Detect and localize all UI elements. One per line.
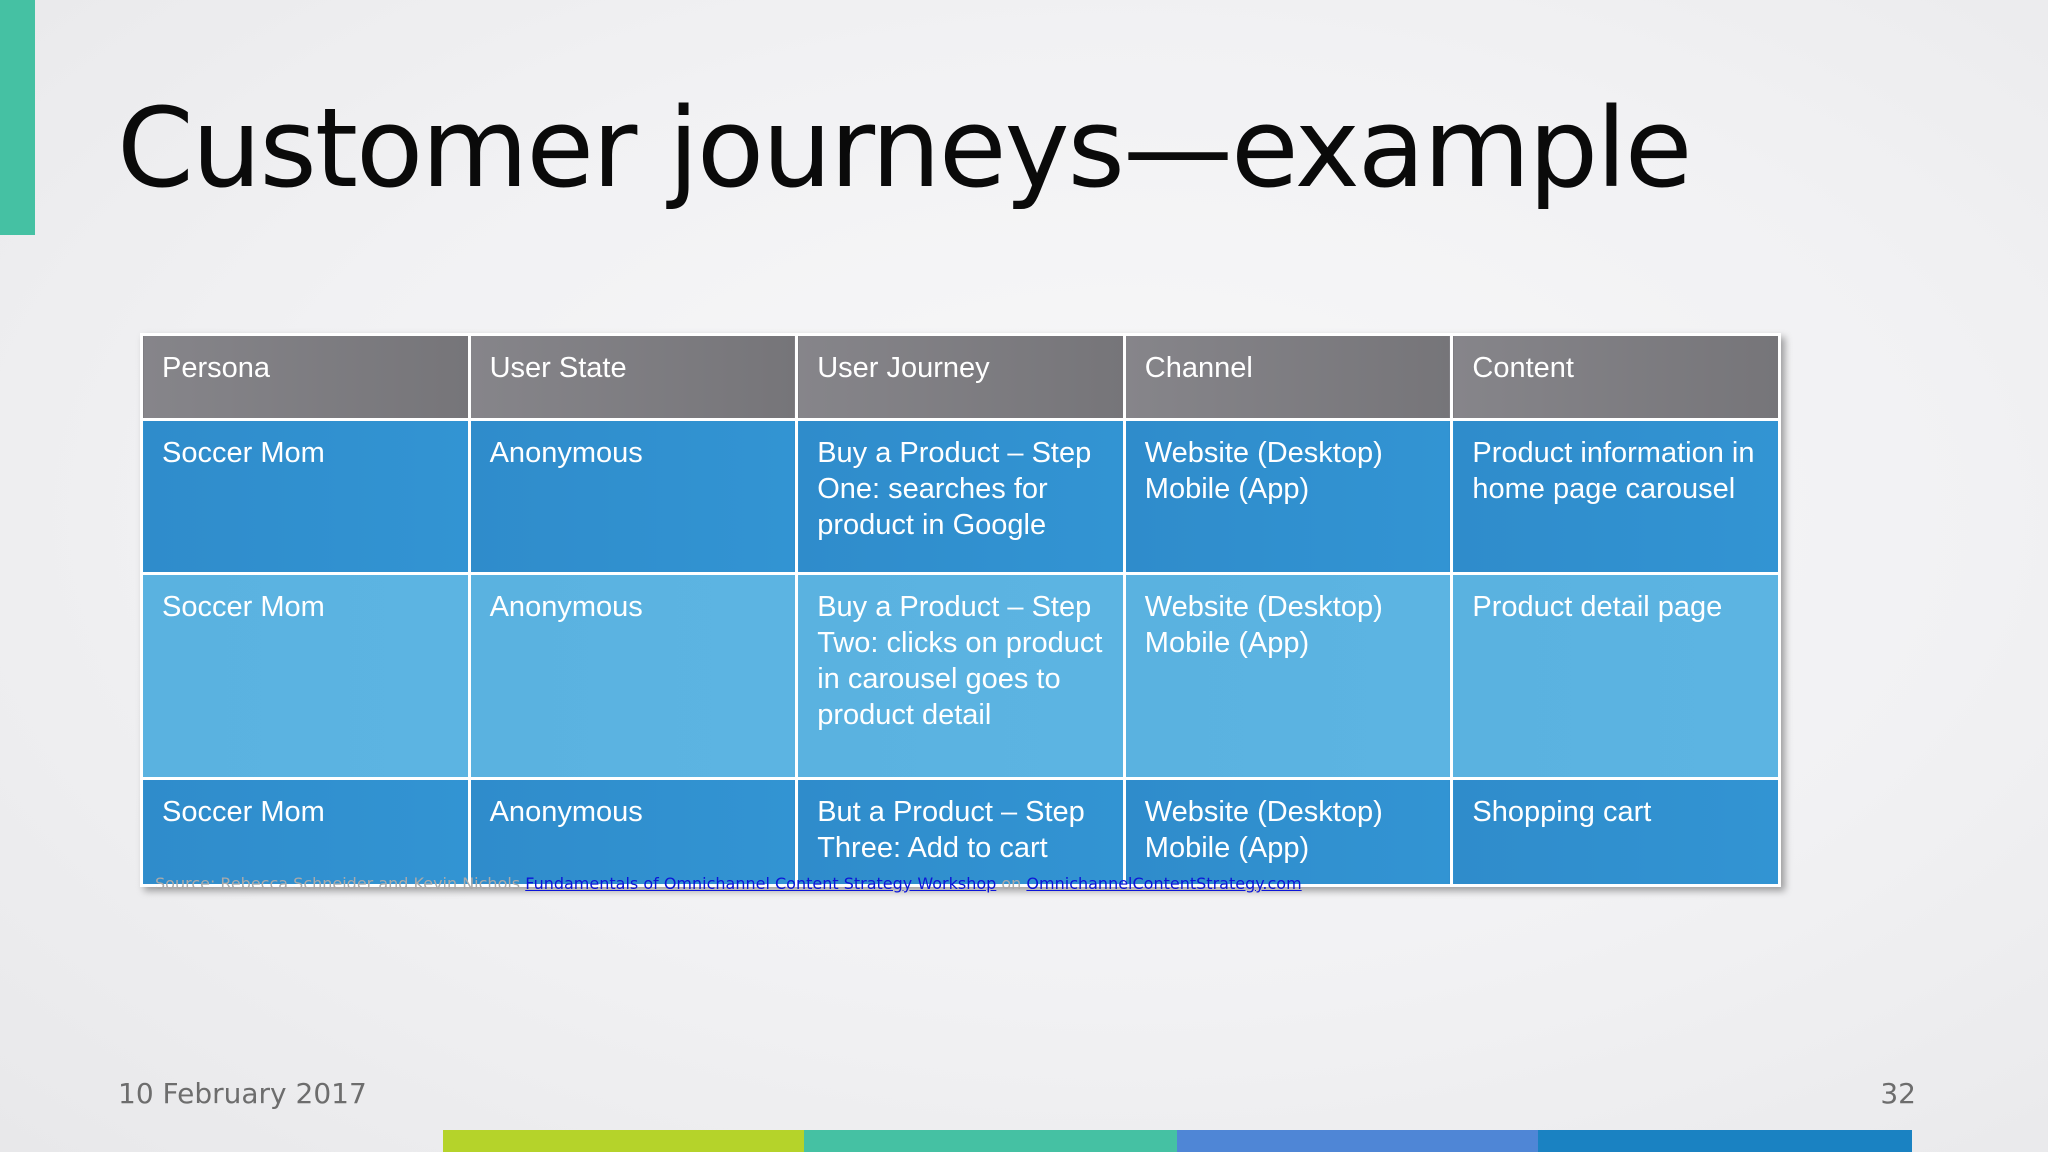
source-prefix: Source: Rebecca Schneider and Kevin Nich…: [155, 874, 521, 893]
source-middle: on: [1001, 874, 1022, 893]
website-link[interactable]: OmnichannelContentStrategy.com: [1026, 874, 1302, 893]
cell-persona: Soccer Mom: [140, 571, 471, 781]
header-user-state: User State: [467, 333, 799, 421]
table-row: Soccer Mom Anonymous Buy a Product – Ste…: [140, 418, 1781, 575]
table-header-row: Persona User State User Journey Channel …: [140, 333, 1781, 421]
cell-content: Shopping cart: [1450, 777, 1781, 887]
source-citation: Source: Rebecca Schneider and Kevin Nich…: [155, 874, 1302, 894]
cell-channel: Website (Desktop) Mobile (App): [1122, 571, 1454, 781]
cell-persona: Soccer Mom: [140, 418, 471, 575]
slide-date: 10 February 2017: [118, 1077, 367, 1110]
header-persona: Persona: [140, 333, 471, 421]
cell-content: Product detail page: [1450, 571, 1781, 781]
bottom-color-bar: [443, 1130, 1912, 1152]
cell-persona: Soccer Mom: [140, 777, 471, 887]
bar-segment-deep-blue: [1538, 1130, 1912, 1152]
journey-table: Persona User State User Journey Channel …: [140, 333, 1781, 887]
bar-segment-lime: [443, 1130, 804, 1152]
slide-number: 32: [1880, 1077, 1916, 1110]
accent-bar: [0, 0, 35, 235]
table-row: Soccer Mom Anonymous Buy a Product – Ste…: [140, 571, 1781, 781]
cell-user-journey: Buy a Product – Step One: searches for p…: [795, 418, 1126, 575]
cell-user-state: Anonymous: [467, 418, 799, 575]
cell-channel: Website (Desktop) Mobile (App): [1122, 777, 1454, 887]
header-channel: Channel: [1122, 333, 1454, 421]
slide-title: Customer journeys—example: [117, 84, 1692, 212]
table-row: Soccer Mom Anonymous But a Product – Ste…: [140, 777, 1781, 887]
cell-content: Product information in home page carouse…: [1450, 418, 1781, 575]
header-content: Content: [1450, 333, 1781, 421]
header-user-journey: User Journey: [795, 333, 1126, 421]
cell-user-state: Anonymous: [467, 571, 799, 781]
cell-user-journey: Buy a Product – Step Two: clicks on prod…: [795, 571, 1126, 781]
bar-segment-blue: [1177, 1130, 1538, 1152]
cell-channel: Website (Desktop) Mobile (App): [1122, 418, 1454, 575]
workshop-link[interactable]: Fundamentals of Omnichannel Content Stra…: [525, 874, 997, 893]
cell-user-journey: But a Product – Step Three: Add to cart: [795, 777, 1126, 887]
cell-user-state: Anonymous: [467, 777, 799, 887]
bar-segment-teal: [804, 1130, 1177, 1152]
